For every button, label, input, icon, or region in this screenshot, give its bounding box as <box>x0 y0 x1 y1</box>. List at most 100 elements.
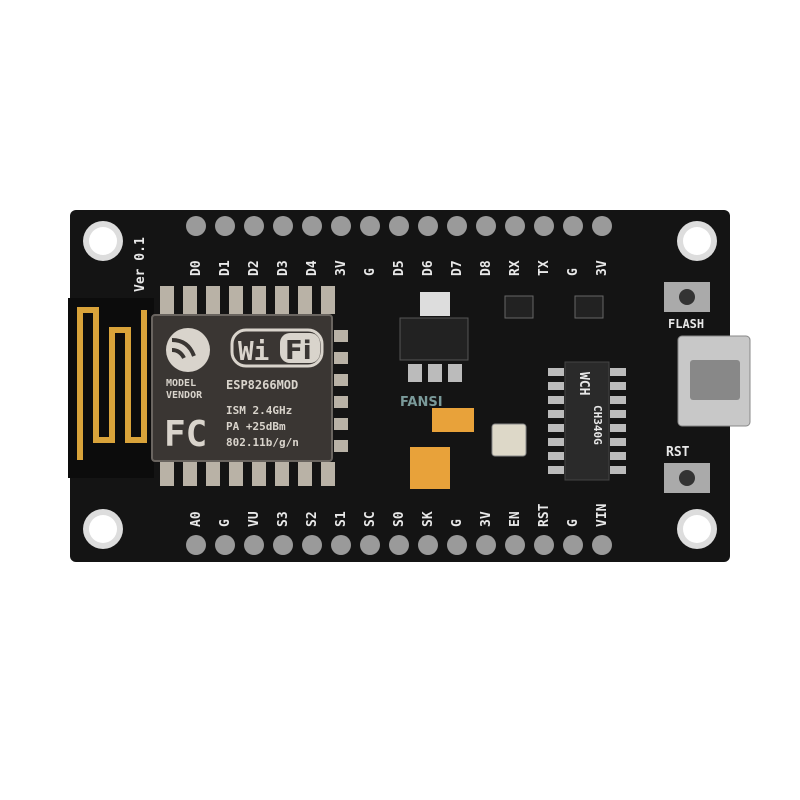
header-pin[interactable] <box>418 216 438 236</box>
bottom-pin-label: G <box>218 519 233 527</box>
header-pin[interactable] <box>592 535 612 555</box>
bottom-pin-label: S3 <box>276 511 291 527</box>
top-pin-label: G <box>363 268 378 276</box>
header-pin[interactable] <box>563 535 583 555</box>
bottom-pin-label: S0 <box>392 511 407 527</box>
header-pin[interactable] <box>447 216 467 236</box>
module-pad <box>160 462 174 486</box>
bottom-pin-label: S2 <box>305 511 320 527</box>
header-pin[interactable] <box>273 216 293 236</box>
header-pin[interactable] <box>360 535 380 555</box>
chip-pin <box>548 382 564 390</box>
module-pad <box>275 462 289 486</box>
header-pin[interactable] <box>534 535 554 555</box>
micro-usb-port[interactable] <box>677 335 751 427</box>
top-pin-label: G <box>566 268 581 276</box>
header-pin[interactable] <box>476 535 496 555</box>
reset-button[interactable] <box>664 463 710 493</box>
module-pad <box>334 352 348 364</box>
chip-pin <box>548 368 564 376</box>
module-pad <box>160 286 174 314</box>
vendor-text: VENDOR <box>166 390 203 401</box>
top-pin-label: D4 <box>305 260 320 276</box>
bottom-pin-label: S1 <box>334 511 349 527</box>
top-pin-label: 3V <box>334 260 349 276</box>
module-pad <box>298 286 312 314</box>
header-pin[interactable] <box>302 535 322 555</box>
header-pin[interactable] <box>389 535 409 555</box>
header-pin[interactable] <box>215 216 235 236</box>
header-pin[interactable] <box>505 535 525 555</box>
header-pin[interactable] <box>534 216 554 236</box>
header-pin[interactable] <box>476 216 496 236</box>
header-pin[interactable] <box>186 535 206 555</box>
fc-logo: FC <box>164 414 207 455</box>
chip-pin <box>548 410 564 418</box>
chip-pin <box>548 466 564 474</box>
module-pad <box>229 286 243 314</box>
module-pad <box>183 462 197 486</box>
bottom-pin-label: G <box>450 519 465 527</box>
module-pad <box>334 330 348 342</box>
module-pad <box>321 462 335 486</box>
version-label: Ver 0.1 <box>133 237 148 292</box>
header-pin[interactable] <box>244 535 264 555</box>
chip-pin <box>610 466 626 474</box>
tantalum-capacitor <box>410 447 450 489</box>
header-pin[interactable] <box>505 216 525 236</box>
mounting-holes <box>83 221 717 549</box>
top-pin-label: D2 <box>247 260 262 276</box>
pcb-antenna <box>68 298 154 478</box>
top-pin-label: TX <box>537 260 552 276</box>
module-name: ESP8266MOD <box>226 378 298 392</box>
chip-pin <box>548 396 564 404</box>
module-pad <box>183 286 197 314</box>
header-pin[interactable] <box>273 535 293 555</box>
header-pin[interactable] <box>302 216 322 236</box>
top-pin-label: D3 <box>276 260 291 276</box>
chip-pin <box>548 452 564 460</box>
fi-text: Fi <box>285 336 312 366</box>
chip-pin <box>548 424 564 432</box>
header-pin[interactable] <box>389 216 409 236</box>
top-pin-label: RX <box>508 260 523 276</box>
header-pin[interactable] <box>186 216 206 236</box>
bottom-pin-label: G <box>566 519 581 527</box>
chip-pin <box>610 382 626 390</box>
module-spec-1: ISM 2.4GHz <box>226 404 292 417</box>
module-pad <box>252 462 266 486</box>
top-pin-label: D0 <box>189 260 204 276</box>
flash-button[interactable] <box>664 282 710 312</box>
header-pin[interactable] <box>592 216 612 236</box>
header-pin[interactable] <box>418 535 438 555</box>
chip-brand: WCH <box>576 372 591 395</box>
header-pin[interactable] <box>563 216 583 236</box>
module-spec-3: 802.11b/g/n <box>226 436 299 449</box>
header-pin[interactable] <box>244 216 264 236</box>
header-pin[interactable] <box>331 535 351 555</box>
watermark: FANSI <box>400 395 443 410</box>
bottom-pin-label: A0 <box>189 511 204 527</box>
bottom-pin-label: SC <box>363 511 378 527</box>
bottom-pin-label: 3V <box>479 511 494 527</box>
header-pin[interactable] <box>331 216 351 236</box>
header-pin[interactable] <box>360 216 380 236</box>
module-pad <box>206 462 220 486</box>
chip-pin <box>610 452 626 460</box>
header-pin[interactable] <box>447 535 467 555</box>
flash-label: FLASH <box>668 317 704 331</box>
chip-pin <box>610 410 626 418</box>
top-pin-label: D8 <box>479 260 494 276</box>
top-pin-label: 3V <box>595 260 610 276</box>
chip-name: CH340G <box>591 405 604 445</box>
wifi-text: Wi <box>238 337 269 367</box>
chip-pin <box>610 438 626 446</box>
header-pin[interactable] <box>215 535 235 555</box>
model-text: MODEL <box>166 378 196 389</box>
bottom-pin-label: EN <box>508 511 523 527</box>
module-pad <box>229 462 243 486</box>
usb-serial-chip: WCH CH340G <box>548 361 626 481</box>
